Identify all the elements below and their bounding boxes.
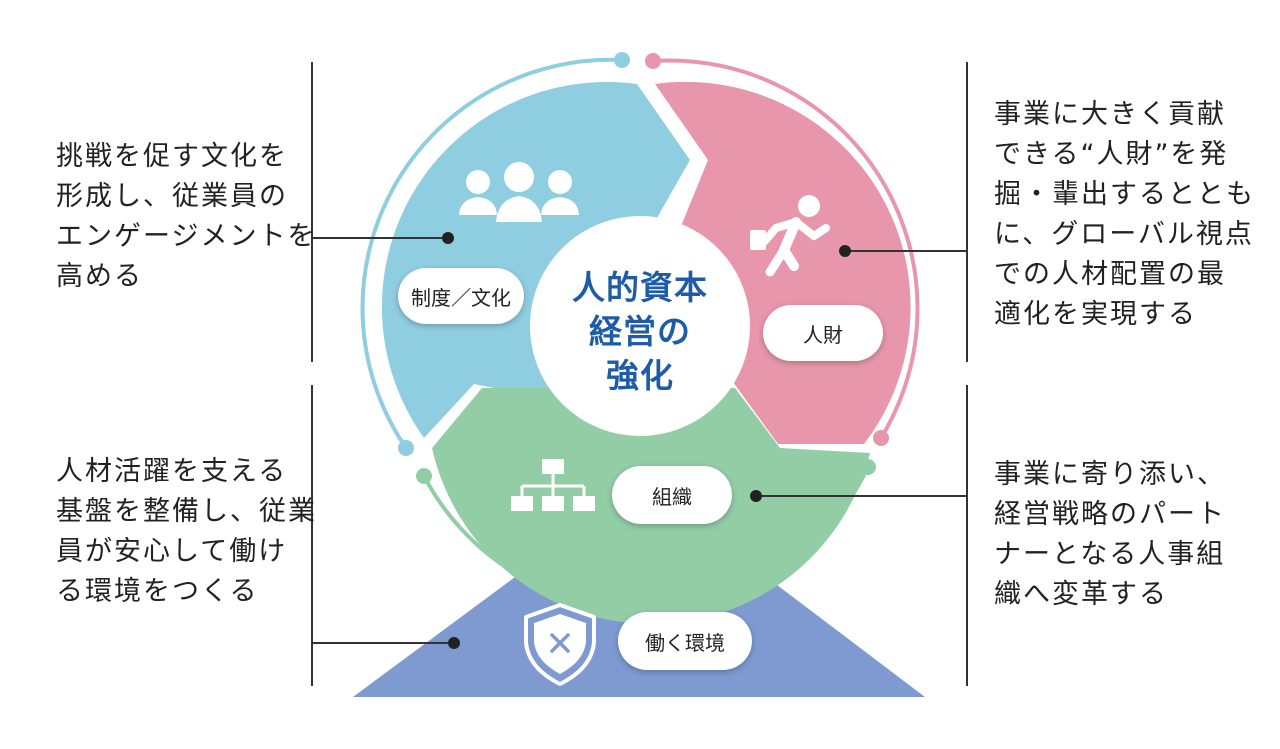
culture-description: 挑戦を促す文化を 形成し、従業員の エンゲージメントを 高める <box>56 137 316 297</box>
culture-ring-dot-bottom <box>398 440 414 456</box>
shield-icon <box>524 603 596 686</box>
description-line: 掘・輩出するととも <box>994 179 1255 210</box>
talent-ring-dot-bottom <box>873 430 889 446</box>
talent-label-pill: 人財 <box>763 305 883 361</box>
description-line: 員が安心して働け <box>56 536 288 567</box>
culture-connector-dot <box>442 232 454 244</box>
talent-connector-dot <box>839 245 851 257</box>
organization-connector-dot <box>750 490 762 502</box>
environment-label-pill: 働く環境 <box>618 612 752 670</box>
description-line: 事業に大きく貢献 <box>994 99 1226 130</box>
org-chart-icon <box>511 459 595 511</box>
environment-label: 働く環境 <box>645 630 725 655</box>
talent-ring-dot-top <box>645 53 661 69</box>
description-line: 経営戦略のパート <box>994 499 1226 530</box>
environment-connector-dot <box>448 637 460 649</box>
running-person-icon <box>750 195 830 277</box>
description-line: 人材活躍を支える <box>56 456 288 487</box>
description-line: 形成し、従業員の <box>56 181 288 212</box>
center-title: 人的資本 経営の 強化 <box>528 266 752 398</box>
description-line: 高める <box>56 261 143 292</box>
organization-label: 組織 <box>652 484 692 509</box>
description-line: 挑戦を促す文化を <box>56 141 288 172</box>
culture-segment <box>381 81 690 438</box>
culture-label-pill: 制度／文化 <box>398 268 524 324</box>
description-line: ナーとなる人事組 <box>994 539 1226 570</box>
culture-ring-arc <box>360 57 623 450</box>
description-line: る環境をつくる <box>56 576 259 607</box>
center-title-line: 強化 <box>606 356 674 395</box>
organization-label-pill: 組織 <box>612 466 732 524</box>
description-line: エンゲージメントを <box>56 221 317 252</box>
culture-ring-dot-top <box>614 52 630 68</box>
center-title-line: 人的資本 <box>572 268 708 307</box>
center-title-line: 経営の <box>589 312 691 351</box>
description-line: に、グローバル視点 <box>994 219 1254 250</box>
description-line: 適化を実現する <box>994 299 1197 330</box>
culture-label: 制度／文化 <box>411 285 511 310</box>
environment-description: 人材活躍を支える 基盤を整備し、従業 員が安心して働け る環境をつくる <box>56 452 317 612</box>
talent-description: 事業に大きく貢献 できる“人財”を発 掘・輩出するととも に、グローバル視点 で… <box>994 95 1255 335</box>
description-line: できる“人財”を発 <box>994 139 1229 170</box>
description-line: 織へ変革する <box>994 579 1168 610</box>
description-line: 基盤を整備し、従業 <box>56 496 317 527</box>
description-line: 事業に寄り添い、 <box>994 459 1226 490</box>
talent-ring-arc <box>652 58 920 440</box>
center-circle <box>530 216 750 436</box>
organization-ring-dot-left <box>416 468 432 484</box>
people-group-icon <box>459 162 579 222</box>
organization-description: 事業に寄り添い、 経営戦略のパート ナーとなる人事組 織へ変革する <box>994 455 1226 615</box>
description-line: での人材配置の最 <box>994 259 1226 290</box>
talent-label: 人財 <box>803 322 843 347</box>
